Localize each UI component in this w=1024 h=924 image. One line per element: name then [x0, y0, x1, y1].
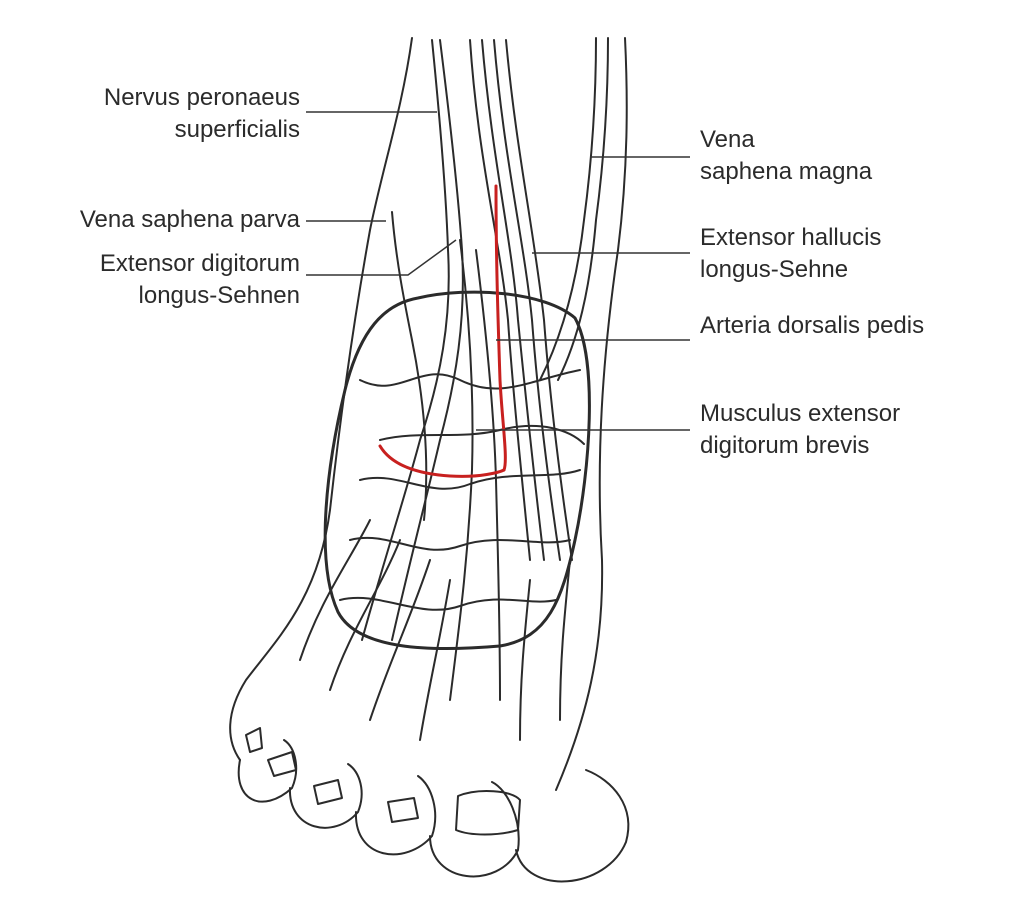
dissection-window — [323, 290, 591, 651]
label-vena-saphena-parva: Vena saphena parva — [79, 206, 300, 233]
label-musculus-extensor: Musculus extensor digitorum brevis — [700, 400, 901, 459]
label-arteria-dorsalis: Arteria dorsalis pedis — [700, 312, 925, 339]
foot-outline-medial — [229, 37, 413, 761]
toe-little — [237, 739, 298, 803]
label-extensor-digitorum: Extensor digitorum longus-Sehnen — [99, 250, 300, 309]
toe-fourth — [288, 763, 363, 829]
foot-outline-lateral — [555, 37, 628, 791]
label-vena-saphena-magna: Vena saphena magna — [700, 126, 873, 185]
label-extensor-hallucis: Extensor hallucis longus-Sehne — [700, 224, 882, 283]
toe-third — [354, 775, 437, 856]
toe-second — [429, 781, 520, 878]
artery-path — [378, 184, 507, 478]
toe-big — [515, 769, 630, 883]
leader-extensor-digitorum — [306, 239, 457, 276]
label-nervus-peronaeus: Nervus peronaeus superficialis — [103, 84, 300, 143]
